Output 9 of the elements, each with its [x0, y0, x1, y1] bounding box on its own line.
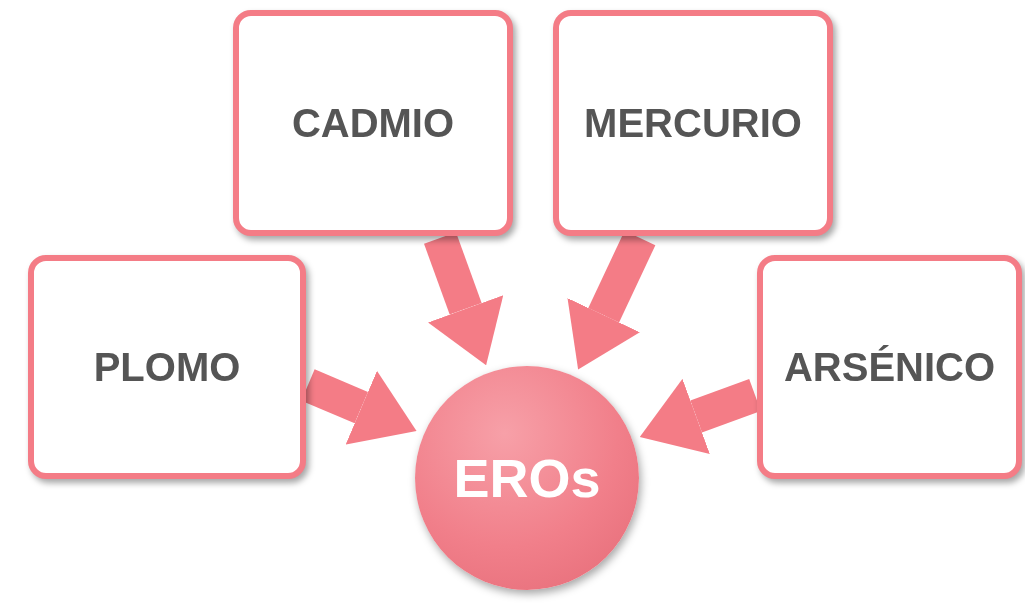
process-box: [233, 10, 513, 236]
node-label: MERCURIO: [584, 100, 802, 146]
node-label: EROs: [453, 447, 601, 509]
process-box: [757, 255, 1022, 479]
process-box: [28, 255, 306, 479]
process-box: [553, 10, 833, 236]
node-label: PLOMO: [93, 344, 241, 390]
node-label: CADMIO: [291, 100, 455, 146]
node-label: ARSÉNICO: [783, 344, 996, 390]
